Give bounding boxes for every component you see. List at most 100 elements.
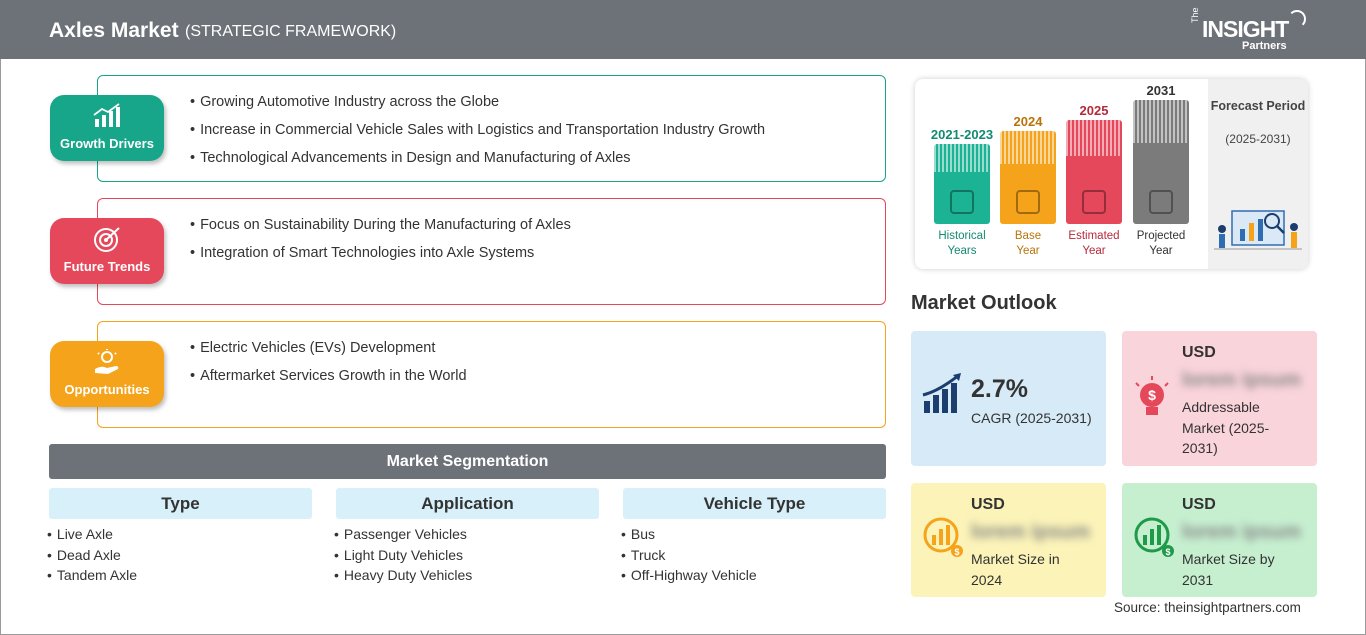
- market-size-2024-card: $ USD lorem ipsum Market Size in 2024: [911, 483, 1106, 597]
- growth-drivers-badge: Growth Drivers: [50, 95, 164, 161]
- growth-drivers-list: Growing Automotive Industry across the G…: [190, 92, 765, 176]
- timeline-bar: [1133, 100, 1189, 224]
- addressable-market-card: $ USD lorem ipsum Addressable Market (20…: [1122, 331, 1317, 466]
- list-item: Integration of Smart Technologies into A…: [190, 243, 571, 271]
- page-title: Axles Market: [49, 19, 179, 42]
- timeline-label-line2: Years: [947, 245, 977, 257]
- timeline-label-line2: Year: [1149, 245, 1173, 257]
- segment-list-vehicle-type: Bus Truck Off-Highway Vehicle: [621, 526, 757, 588]
- page-subtitle: (STRATEGIC FRAMEWORK): [185, 23, 397, 40]
- opportunities-label: Opportunities: [64, 382, 150, 397]
- growth-chart-icon: [93, 103, 120, 127]
- addressable-usd: USD: [1182, 344, 1216, 361]
- timeline-year: 2024: [1013, 114, 1043, 129]
- timeline-bar-stripes: [934, 144, 990, 172]
- target-icon: [94, 227, 120, 252]
- insight-partners-logo[interactable]: The INSIGHT Partners: [1190, 7, 1320, 54]
- source-credit: Source: theinsightpartners.com: [1114, 600, 1301, 615]
- market-size-2024-usd: USD: [971, 496, 1005, 513]
- growth-drivers-label: Growth Drivers: [60, 136, 154, 151]
- list-item: Passenger Vehicles: [334, 526, 472, 547]
- market-outlook-title: Market Outlook: [911, 292, 1057, 314]
- market-segmentation-heading: Market Segmentation: [49, 444, 886, 479]
- money-chart-icon: $: [1134, 517, 1174, 557]
- svg-text:$: $: [1148, 387, 1156, 403]
- addressable-value: lorem ipsum: [1182, 369, 1301, 391]
- segment-heading-application: Application: [336, 488, 599, 519]
- timeline-year: 2031: [1146, 83, 1176, 98]
- growth-drivers-box: Growing Automotive Industry across the G…: [97, 75, 886, 182]
- svg-text:$: $: [954, 547, 959, 557]
- market-size-2031-card: $ USD lorem ipsum Market Size by 2031: [1122, 483, 1317, 597]
- svg-text:$: $: [1165, 547, 1170, 557]
- market-size-2024-value: lorem ipsum: [971, 521, 1090, 543]
- list-item: Truck: [621, 547, 757, 568]
- opportunities-box: Electric Vehicles (EVs) Development Afte…: [97, 321, 886, 428]
- header-bar: Axles Market (STRATEGIC FRAMEWORK) The I…: [0, 0, 1366, 59]
- money-chart-icon: $: [923, 517, 963, 557]
- logo-the-text: The: [1190, 7, 1200, 23]
- list-item: Focus on Sustainability During the Manuf…: [190, 215, 571, 243]
- cagr-label: CAGR (2025-2031): [971, 410, 1092, 426]
- timeline-label-line1: Estimated: [1068, 230, 1120, 242]
- timeline-bar: [934, 144, 990, 224]
- growth-chart-icon: [922, 373, 961, 413]
- calendar-icon: [1016, 190, 1040, 214]
- list-item: Dead Axle: [47, 547, 137, 568]
- list-item: Light Duty Vehicles: [334, 547, 472, 568]
- cagr-card: 2.7% CAGR (2025-2031): [911, 331, 1106, 466]
- timeline-year: 2021-2023: [930, 127, 994, 142]
- logo-partners-text: Partners: [1242, 40, 1287, 52]
- segment-list-type: Live Axle Dead Axle Tandem Axle: [47, 526, 137, 588]
- timeline-bar-stripes: [1133, 100, 1189, 143]
- future-trends-badge: Future Trends: [50, 218, 164, 284]
- history-icon: [950, 190, 974, 214]
- forecast-period-range: (2025-2031): [1225, 132, 1291, 146]
- timeline-year: 2025: [1079, 103, 1109, 118]
- presentation-icon: [1149, 190, 1173, 214]
- timeline-bar: [1000, 131, 1056, 224]
- market-size-2024-label: Market Size in 2024: [971, 551, 1060, 588]
- timeline-label-line2: Year: [1016, 245, 1040, 257]
- list-item: Tandem Axle: [47, 567, 137, 588]
- cagr-value: 2.7%: [971, 375, 1028, 403]
- logo-insight-text: INSIGHT: [1202, 16, 1289, 42]
- list-item: Live Axle: [47, 526, 137, 547]
- segment-heading-type: Type: [49, 488, 312, 519]
- list-item: Bus: [621, 526, 757, 547]
- future-trends-list: Focus on Sustainability During the Manuf…: [190, 215, 571, 271]
- timeline-label-line1: Projected: [1136, 230, 1186, 242]
- addressable-label: Addressable Market (2025-2031): [1182, 399, 1270, 456]
- timeline-bar-stripes: [1000, 131, 1056, 164]
- list-item: Increase in Commercial Vehicle Sales wit…: [190, 120, 765, 148]
- market-size-2031-value: lorem ipsum: [1182, 521, 1301, 543]
- timeline-bar: [1066, 120, 1122, 224]
- segment-list-application: Passenger Vehicles Light Duty Vehicles H…: [334, 526, 472, 588]
- list-item: Technological Advancements in Design and…: [190, 148, 765, 176]
- timeline-label-line1: Base: [1014, 230, 1042, 242]
- list-item: Off-Highway Vehicle: [621, 567, 757, 588]
- gear-chart-icon: [1082, 190, 1106, 214]
- market-size-2031-usd: USD: [1182, 496, 1216, 513]
- list-item: Electric Vehicles (EVs) Development: [190, 338, 467, 366]
- money-bulb-icon: $: [1135, 376, 1169, 415]
- segment-heading-vehicle-type: Vehicle Type: [623, 488, 886, 519]
- future-trends-box: Focus on Sustainability During the Manuf…: [97, 198, 886, 305]
- logo-swoosh-icon: [1288, 10, 1306, 28]
- market-size-2031-label: Market Size by 2031: [1182, 551, 1275, 588]
- list-item: Aftermarket Services Growth in the World: [190, 366, 466, 394]
- timeline-bar-stripes: [1066, 120, 1122, 156]
- idea-hand-icon: [95, 349, 119, 374]
- forecast-analytics-icon: [1214, 210, 1302, 250]
- opportunities-list: Electric Vehicles (EVs) Development Afte…: [190, 338, 467, 394]
- list-item: Heavy Duty Vehicles: [334, 567, 472, 588]
- forecast-period-title: Forecast Period: [1210, 99, 1306, 113]
- list-item: Growing Automotive Industry across the G…: [190, 92, 765, 120]
